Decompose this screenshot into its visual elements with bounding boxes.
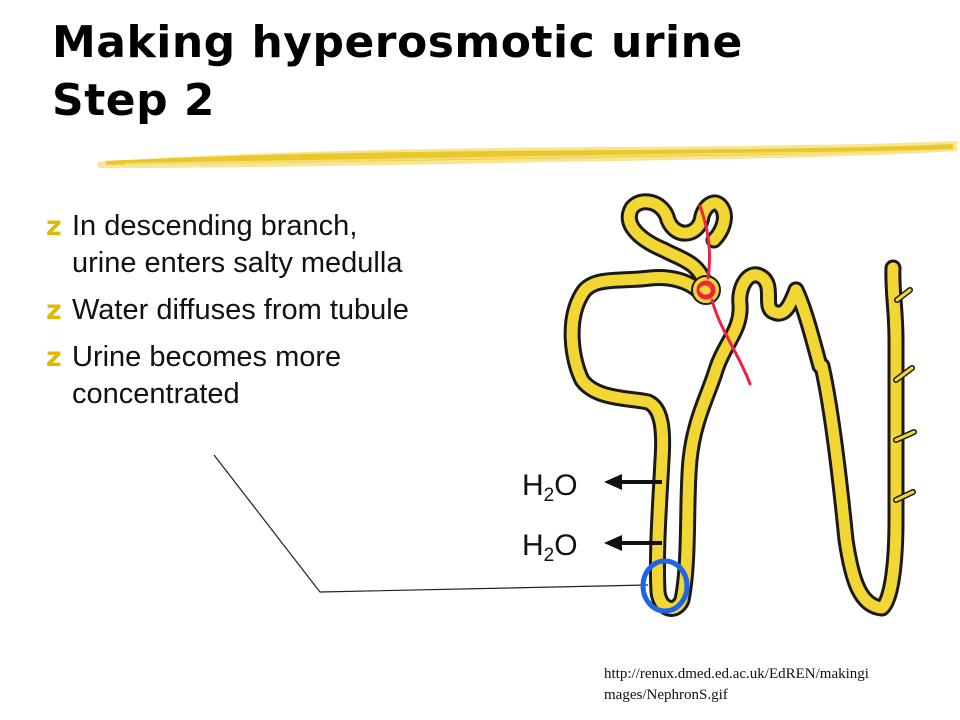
blood-vessel [698, 204, 752, 386]
bullet-marker: z [46, 295, 62, 326]
bullet-text: Urine becomes more concentrated [72, 341, 342, 410]
h2o-subscript: 2 [543, 545, 555, 566]
h2o-tail: O [554, 529, 578, 562]
bullet-item: z Urine becomes more concentrated [46, 339, 516, 413]
callout-line [213, 454, 649, 593]
nephron-tubule [563, 193, 917, 617]
slide-title: Making hyperosmotic urine Step 2 [52, 14, 932, 130]
bullet-marker: z [46, 211, 62, 242]
h2o-label-upper: H2O [522, 469, 578, 506]
h2o-main: H [522, 529, 544, 562]
h2o-main: H [522, 469, 544, 502]
source-url: http://renux.dmed.ed.ac.uk/EdREN/makingi… [604, 666, 869, 703]
h2o-subscript: 2 [543, 485, 555, 506]
arrow-left-icon [604, 535, 662, 551]
bullet-marker: z [46, 342, 62, 373]
title-line-1: Making hyperosmotic urine [52, 17, 743, 68]
bullet-text: Water diffuses from tubule [72, 294, 409, 326]
glomerulus [691, 275, 721, 305]
h2o-label-lower: H2O [522, 529, 578, 566]
title-underline-brush [97, 141, 957, 168]
bullet-text: In descending branch, urine enters salty… [72, 210, 403, 279]
h2o-tail: O [554, 469, 578, 502]
title-line-2: Step 2 [52, 75, 215, 126]
bullet-list: z In descending branch, urine enters sal… [46, 208, 516, 423]
highlight-circle [640, 558, 690, 614]
bullet-item: z Water diffuses from tubule [46, 292, 516, 329]
arrow-left-icon [604, 474, 662, 490]
bullet-item: z In descending branch, urine enters sal… [46, 208, 516, 282]
